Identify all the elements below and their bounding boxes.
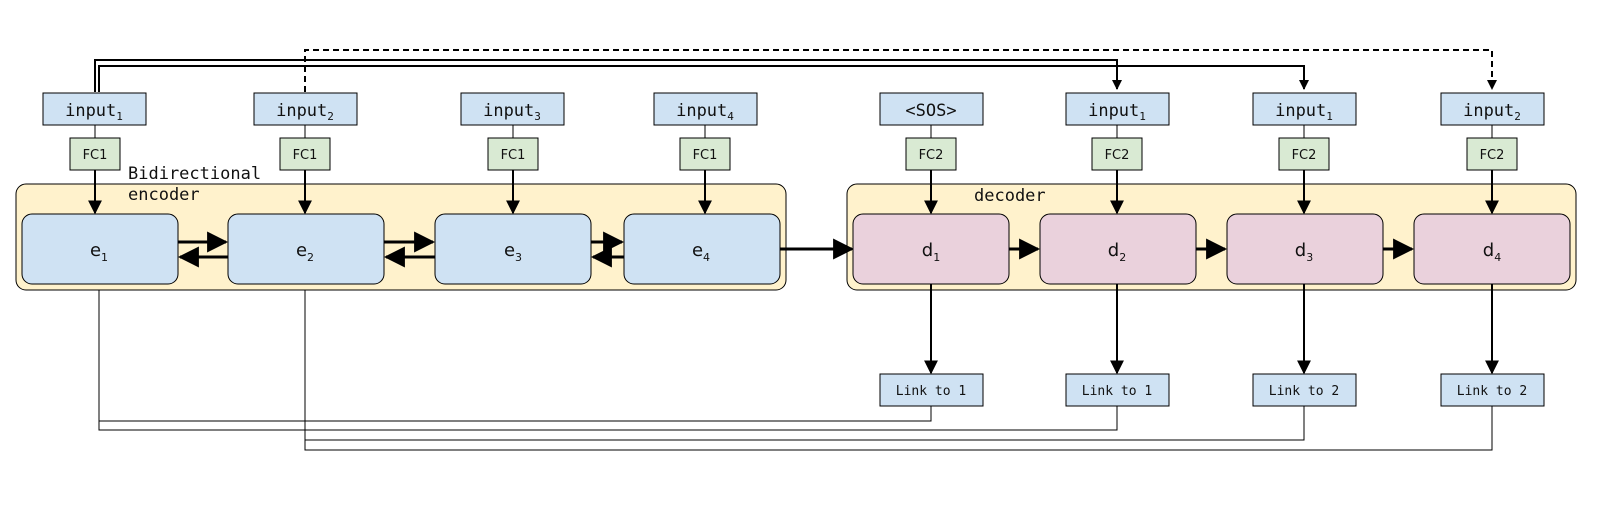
decoder-column-3: input1 FC2 d3 Link to 2 (1226, 92, 1384, 407)
decoder-input-label: input1 (1275, 101, 1333, 123)
decoder-input-box (1252, 92, 1357, 126)
decoder-input-box (879, 92, 984, 126)
encoder-input-label: input4 (676, 101, 734, 123)
decoder-column-1: <SOS> FC2 d1 Link to 1 (852, 92, 1010, 407)
encoder-fc-label: FC1 (693, 148, 718, 163)
encoder-input-label: input2 (276, 101, 334, 123)
encoder-fc-box (679, 137, 731, 171)
encoder-input-label: input3 (483, 101, 541, 123)
decoder-fc-box (1091, 137, 1143, 171)
encoder-column-1: input1 FC1 e1 (21, 92, 179, 285)
decoder-column-4: input2 FC2 d4 Link to 2 (1413, 92, 1571, 407)
decoder-fc-box (1466, 137, 1518, 171)
decoder-state-label: d2 (1108, 240, 1126, 264)
decoder-output-label: Link to 2 (1269, 384, 1339, 399)
encoder-fc-box (69, 137, 121, 171)
encoder-fc-label: FC1 (501, 148, 526, 163)
encoder-column-3: input3 FC1 e3 (434, 92, 592, 285)
encoder-fc-label: FC1 (293, 148, 318, 163)
decoder-input-label: <SOS> (905, 101, 956, 121)
decoder-column-2: input1 FC2 d2 Link to 1 (1039, 92, 1197, 407)
encoder-state-label: e2 (296, 240, 314, 264)
encoder-bidirectional-arrows (177, 231, 625, 268)
decoder-input-box (1440, 92, 1545, 126)
encoder-input-label: input1 (65, 101, 123, 123)
input-feedback-connectors (94, 49, 1497, 92)
decoder-output-box (1252, 373, 1357, 407)
decoder-state-label: d4 (1483, 240, 1501, 264)
encoder-state-label: e4 (692, 240, 710, 264)
encoder-title-line1: Bidirectional (128, 164, 261, 184)
encoder-column-2: input2 FC1 e2 (227, 92, 385, 285)
encoder-fc-label: FC1 (83, 148, 108, 163)
pointer-connectors (96, 283, 1493, 451)
decoder-output-box (879, 373, 984, 407)
decoder-fc-label: FC2 (1292, 148, 1317, 163)
encoder-input-box (253, 92, 358, 126)
decoder-fc-label: FC2 (1105, 148, 1130, 163)
decoder-state-label: d1 (922, 240, 940, 264)
encoder-state-label: e3 (504, 240, 522, 264)
encoder-title-line2: encoder (128, 185, 200, 205)
decoder-fc-label: FC2 (1480, 148, 1505, 163)
encoder-state-label: e1 (90, 240, 108, 264)
encoder-input-box (42, 92, 147, 126)
decoder-output-label: Link to 2 (1457, 384, 1527, 399)
decoder-output-label: Link to 1 (1082, 384, 1152, 399)
decoder-fc-label: FC2 (919, 148, 944, 163)
decoder-input-box (1065, 92, 1170, 126)
decoder-output-box (1440, 373, 1545, 407)
decoder-input-label: input1 (1088, 101, 1146, 123)
encoder-column-4: input4 FC1 e4 (623, 92, 781, 285)
encoder-fc-box (279, 137, 331, 171)
decoder-output-label: Link to 1 (896, 384, 966, 399)
decoder-title: decoder (974, 186, 1046, 206)
decoder-container (846, 183, 1577, 291)
decoder-state-label: d3 (1295, 240, 1313, 264)
decoder-output-box (1065, 373, 1170, 407)
decoder-input-label: input2 (1463, 101, 1521, 123)
decoder-fc-box (1278, 137, 1330, 171)
